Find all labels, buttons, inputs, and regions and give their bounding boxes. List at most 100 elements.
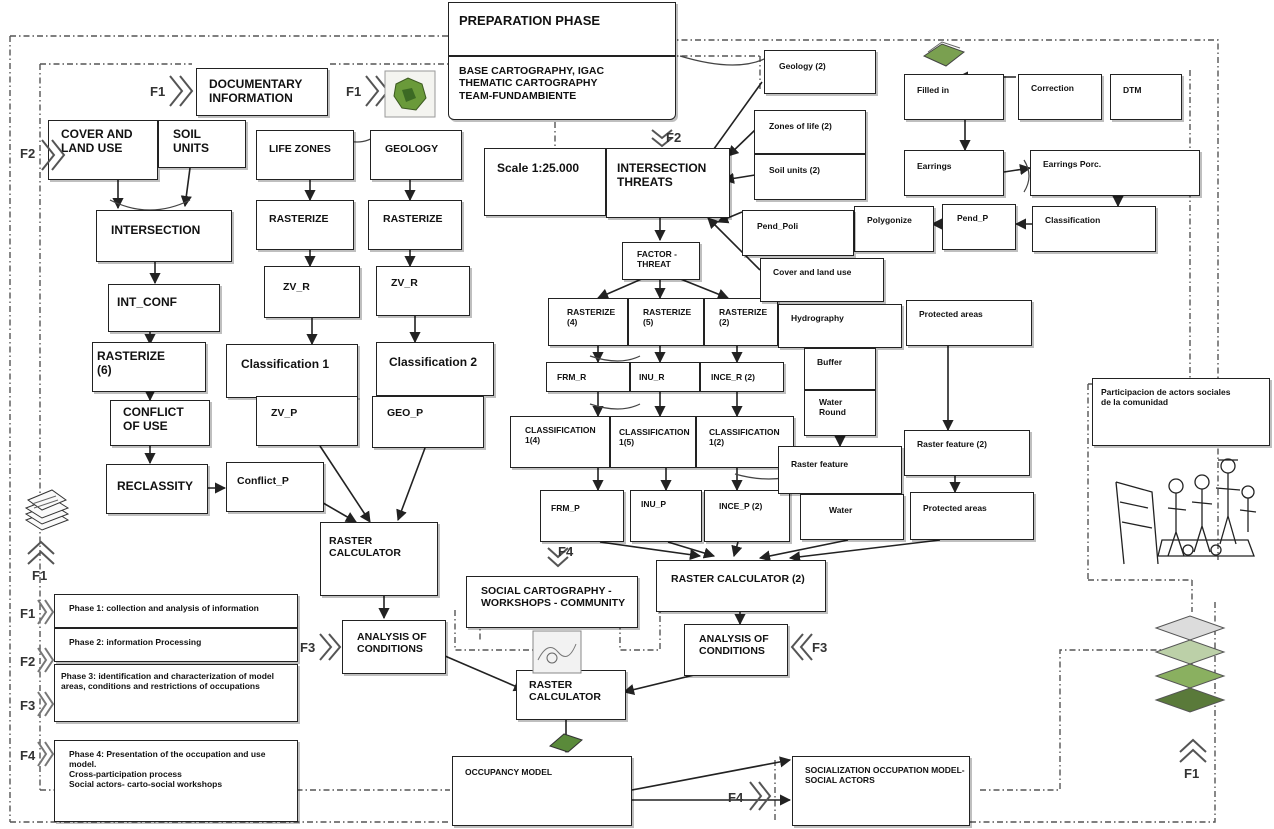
- ince-p-box: INCE_P (2): [704, 490, 790, 542]
- preparation-phase-title: PREPARATION PHASE: [459, 13, 601, 28]
- legend-f3-marker: F3: [20, 690, 60, 720]
- stacked-layers-icon: [1154, 615, 1226, 713]
- legend-phase-4-box: Phase 4: Presentation of the occupation …: [54, 740, 298, 822]
- soil-units-2-label: Soil units (2): [769, 165, 820, 175]
- double-chevron-icon: [37, 741, 55, 767]
- geology-2-box: Geology (2): [764, 50, 876, 94]
- geology-box: GEOLOGY: [370, 130, 462, 180]
- f2-marker-cover: F2: [20, 124, 70, 184]
- raster-calculator-2-label: RASTER CALCULATOR (2): [671, 573, 805, 585]
- buffer-box: Buffer: [804, 348, 876, 390]
- classification-1-4-label: CLASSIFICATION 1(4): [525, 425, 596, 446]
- soil-units-label: SOIL UNITS: [173, 127, 209, 156]
- factor-threat-box: FACTOR - THREAT: [622, 242, 700, 280]
- intersection-threats-label: INTERSECTION THREATS: [617, 161, 707, 190]
- f1-marker-documentary: F1: [150, 74, 200, 108]
- analysis-conditions-right-box: ANALYSIS OF CONDITIONS: [684, 624, 788, 676]
- zv-r-geology-box: ZV_R: [376, 266, 470, 316]
- double-chevron-icon: [651, 129, 673, 148]
- terrain-layers-icon: [922, 41, 966, 67]
- legend-phase-3-box: Phase 3: identification and characteriza…: [54, 664, 298, 722]
- water-box: Water: [800, 494, 904, 540]
- raster-calculator-mid-box: RASTER CALCULATOR: [320, 522, 438, 596]
- filled-in-box: Filled in: [904, 74, 1004, 120]
- occupancy-model-box: OCCUPANCY MODEL: [452, 756, 632, 826]
- legend-phase-4: Phase 4: Presentation of the occupation …: [69, 749, 266, 790]
- scale-label: Scale 1:25.000: [497, 161, 580, 175]
- inu-r-box: INU_R: [630, 362, 700, 392]
- cover-land-use-2-box: Cover and land use: [760, 258, 884, 302]
- rasterize-life-zones-box: RASTERIZE: [256, 200, 354, 250]
- intersection-threats-box: INTERSECTION THREATS: [606, 148, 730, 218]
- rasterize-6-box: RASTERIZE (6): [92, 342, 206, 392]
- earrings-porc-box: Earrings Porc.: [1030, 150, 1200, 196]
- frm-r-box: FRM_R: [546, 362, 630, 392]
- rasterize-5-label: RASTERIZE (5): [643, 307, 692, 328]
- zones-of-life-2-label: Zones of life (2): [769, 121, 832, 131]
- legend-f1-marker: F1: [20, 598, 60, 628]
- f3-left-label: F3: [300, 640, 316, 655]
- double-chevron-icon: [27, 540, 55, 565]
- f4-social-label: F4: [558, 544, 574, 559]
- legend-phase-2-box: Phase 2: information Processing: [54, 628, 298, 662]
- cover-land-use-2-label: Cover and land use: [773, 267, 852, 277]
- double-chevron-icon: [1179, 738, 1207, 763]
- f1-right-label: F1: [1184, 766, 1200, 781]
- protected-areas-2-label: Protected areas: [923, 503, 987, 513]
- double-chevron-icon: [41, 139, 66, 171]
- documentary-information-label: DOCUMENTARY INFORMATION: [209, 77, 303, 106]
- scale-box: Scale 1:25.000: [484, 148, 606, 216]
- double-chevron-icon: [749, 781, 772, 811]
- geology-2-label: Geology (2): [779, 61, 826, 71]
- geology-label: GEOLOGY: [385, 143, 439, 155]
- classification-1-2-label: CLASSIFICATION 1(2): [709, 427, 780, 448]
- classification-1-label: Classification 1: [241, 357, 330, 371]
- raster-feature-2-label: Raster feature (2): [917, 439, 987, 449]
- f3-right-label: F3: [812, 640, 828, 655]
- legend-phase-2: Phase 2: information Processing: [69, 637, 202, 647]
- legend-f3-label: F3: [20, 698, 36, 713]
- analysis-conditions-left-label: ANALYSIS OF CONDITIONS: [357, 631, 427, 656]
- rasterize-life-zones-label: RASTERIZE: [269, 213, 329, 225]
- legend-f4-label: F4: [20, 748, 36, 763]
- classification-1-2-box: CLASSIFICATION 1(2): [696, 416, 794, 468]
- f4-marker-social: F4: [546, 544, 586, 574]
- zv-p-label: ZV_P: [271, 407, 298, 419]
- rasterize-5-box: RASTERIZE (5): [628, 298, 704, 346]
- frm-p-label: FRM_P: [551, 503, 580, 513]
- pend-p-box: Pend_P: [942, 204, 1016, 250]
- double-chevron-icon: [37, 647, 55, 673]
- preparation-phase-title-box: PREPARATION PHASE: [448, 2, 676, 56]
- legend-f4-marker: F4: [20, 740, 60, 770]
- f2-threats-label: F2: [666, 130, 682, 145]
- raster-feature-2-box: Raster feature (2): [904, 430, 1030, 476]
- dtm-box: DTM: [1110, 74, 1182, 120]
- reclassity-label: RECLASSITY: [117, 479, 194, 493]
- participacion-box: Participacion de actors sociales de la c…: [1092, 378, 1270, 446]
- f1-documents-label: F1: [32, 568, 48, 583]
- classification-2-label: Classification 2: [389, 355, 478, 369]
- rasterize-6-label: RASTERIZE (6): [97, 349, 166, 378]
- raster-calculator-final-label: RASTER CALCULATOR: [529, 679, 601, 704]
- ince-p-label: INCE_P (2): [719, 501, 763, 511]
- raster-calculator-mid-label: RASTER CALCULATOR: [329, 535, 401, 560]
- classification-2-box: Classification 2: [376, 342, 494, 396]
- zv-p-box: ZV_P: [256, 396, 358, 446]
- zv-r-geology-label: ZV_R: [391, 277, 418, 289]
- protected-areas-label: Protected areas: [919, 309, 983, 319]
- f4-socialization-label: F4: [728, 790, 744, 805]
- polygonize-label: Polygonize: [867, 215, 912, 225]
- double-chevron-icon: [319, 633, 342, 661]
- arrows: [112, 71, 1124, 806]
- analysis-conditions-left-box: ANALYSIS OF CONDITIONS: [342, 620, 446, 674]
- double-chevron-icon: [37, 691, 55, 717]
- protected-areas-box: Protected areas: [906, 300, 1032, 346]
- f1-marker-documents: F1: [24, 540, 64, 586]
- geo-p-box: GEO_P: [372, 396, 484, 448]
- rasterize-4-box: RASTERIZE (4): [548, 298, 628, 346]
- water-round-box: Water Round: [804, 390, 876, 436]
- life-zones-box: LIFE ZONES: [256, 130, 354, 180]
- double-chevron-icon: [37, 599, 55, 625]
- cover-land-use-box: COVER AND LAND USE: [48, 120, 158, 180]
- double-chevron-icon: [169, 75, 194, 107]
